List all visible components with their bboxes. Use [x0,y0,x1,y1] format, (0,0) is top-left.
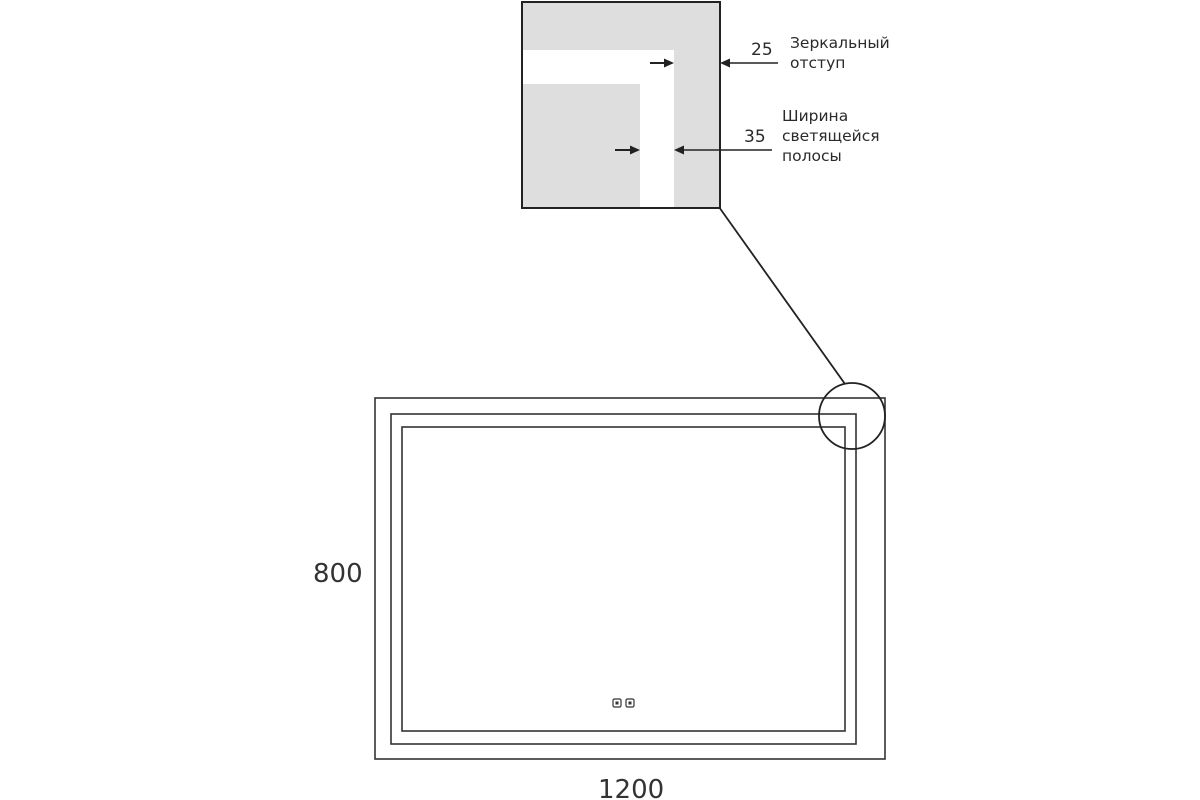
detail-view: 25 Зеркальный отступ 35 Ширина светящейс… [521,1,890,209]
offset-value-label: 25 [751,40,773,60]
magnifier-circle [818,382,886,450]
offset-arrow-right [720,58,730,68]
width-dimension-label: 1200 [598,775,664,800]
glow-strip-inner-edge [401,426,846,732]
mirror-outer-edge [374,397,886,760]
glow-strip-outer-edge [390,413,857,745]
touch-controls [612,698,635,708]
touch-button-icon [612,698,622,708]
touch-button-icon [625,698,635,708]
offset-caption-line1: Зеркальный [790,34,890,52]
strip-caption-line1: Ширина [782,107,848,125]
strip-caption-line3: полосы [782,147,842,165]
strip-arrow-right [674,145,684,155]
mirror-drawing [374,382,886,760]
strip-arrow-left [630,145,640,155]
detail-mirror-surface [522,2,720,208]
offset-caption-line2: отступ [790,54,845,72]
strip-width-dimension: 35 Ширина светящейся полосы [615,107,880,165]
strip-caption-line2: светящейся [782,127,880,145]
strip-value-label: 35 [744,127,766,147]
offset-dimension: 25 Зеркальный отступ [650,34,890,72]
detail-glow-strip-vertical [640,50,674,208]
detail-connector-line [718,206,846,385]
height-dimension-label: 800 [313,559,363,589]
detail-frame [521,1,721,209]
offset-arrow-left [664,58,674,68]
